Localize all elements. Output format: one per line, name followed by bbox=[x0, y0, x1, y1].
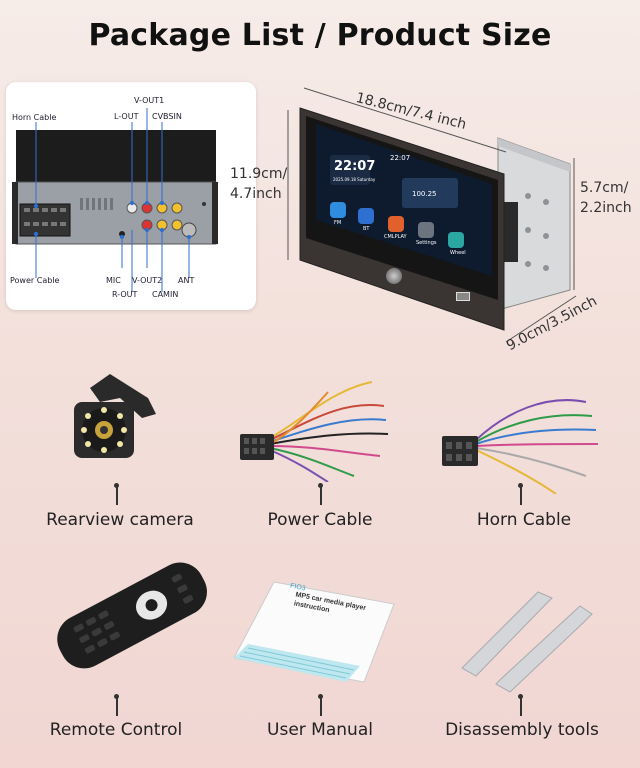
item-label-remote-control: Remote Control bbox=[49, 720, 183, 740]
height-dimension-line2: 4.7inch bbox=[230, 186, 282, 202]
clock-widget: 22:07 2025.09.18 Saturday bbox=[330, 155, 375, 185]
usb-port bbox=[456, 292, 470, 301]
volume-knob[interactable] bbox=[386, 268, 402, 284]
label-r-out: R-OUT bbox=[112, 290, 138, 299]
label-camin: CAMIN bbox=[152, 290, 179, 299]
label-v-out2: V-OUT2 bbox=[132, 276, 163, 285]
radio-frequency: 100.25 bbox=[412, 190, 437, 198]
stem-user-manual bbox=[318, 694, 323, 716]
rear-panel-card: Horn Cable Power Cable V-OUT1 L-OUT CVBS… bbox=[6, 82, 256, 310]
horn-cable-image bbox=[442, 399, 599, 494]
app-label-wheel: Wheel bbox=[450, 250, 466, 256]
label-ant: ANT bbox=[178, 276, 195, 285]
rear-panel-illustration bbox=[12, 108, 218, 292]
label-horn-cable: Horn Cable bbox=[12, 113, 57, 122]
status-time: 22:07 bbox=[390, 154, 411, 162]
manual-booklet bbox=[233, 581, 395, 683]
label-cvbsin: CVBSIN bbox=[152, 112, 182, 121]
rearview-camera-image bbox=[74, 374, 156, 458]
clock-time: 22:07 bbox=[334, 159, 376, 174]
body-height-dimension-line1: 5.7cm/ bbox=[580, 180, 629, 196]
stem-horn-cable bbox=[518, 483, 523, 505]
stem-remote-control bbox=[114, 694, 119, 716]
app-label-cmlplay: CMLPLAY bbox=[384, 234, 407, 240]
item-label-rearview-camera: Rearview camera bbox=[46, 510, 194, 530]
app-label-settings: Settings bbox=[416, 240, 437, 246]
stem-rearview-camera bbox=[114, 483, 119, 505]
settings-app-icon[interactable] bbox=[418, 222, 434, 238]
stem-disassembly-tools bbox=[518, 694, 523, 716]
label-mic: MIC bbox=[106, 276, 121, 285]
app-label-bt: BT bbox=[363, 226, 370, 232]
wheel-app-icon[interactable] bbox=[448, 232, 464, 248]
body-height-dimension-line2: 2.2inch bbox=[580, 200, 632, 216]
item-label-user-manual: User Manual bbox=[267, 720, 373, 740]
item-label-horn-cable: Horn Cable bbox=[476, 510, 572, 530]
app-label-fm: FM bbox=[334, 220, 342, 226]
height-dimension-line1: 11.9cm/ bbox=[230, 166, 288, 182]
stem-power-cable bbox=[318, 483, 323, 505]
page-title: Package List / Product Size bbox=[88, 18, 552, 53]
power-cable-image bbox=[240, 381, 389, 482]
remote-control-image bbox=[57, 562, 207, 669]
carplay-app-icon[interactable] bbox=[388, 216, 404, 232]
radio-widget: 100.25 bbox=[402, 178, 458, 208]
item-label-power-cable: Power Cable bbox=[267, 510, 373, 530]
clock-date: 2025.09.18 Saturday bbox=[333, 177, 376, 182]
bluetooth-app-icon[interactable] bbox=[358, 208, 374, 224]
label-v-out1: V-OUT1 bbox=[134, 96, 165, 105]
disassembly-tools-image bbox=[461, 591, 593, 693]
fm-app-icon[interactable] bbox=[330, 202, 346, 218]
label-power-cable: Power Cable bbox=[10, 276, 60, 285]
item-label-disassembly-tools: Disassembly tools bbox=[445, 720, 599, 740]
label-l-out: L-OUT bbox=[114, 112, 139, 121]
user-manual-image: FIO3 MP5 car media player instruction bbox=[233, 574, 396, 684]
